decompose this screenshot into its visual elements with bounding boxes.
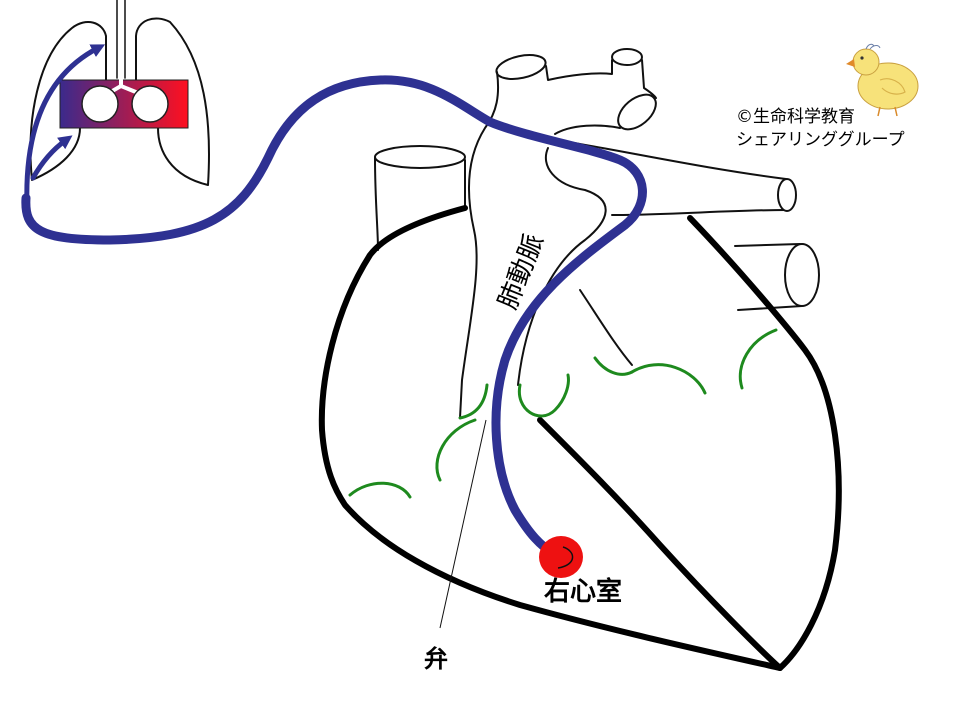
aorta-branch-opening-2 — [617, 93, 657, 131]
heart-walls — [318, 205, 842, 671]
heart-right-wall — [687, 215, 842, 671]
aorta-arch — [545, 59, 657, 135]
alveolus-right — [131, 85, 169, 123]
chick-wing — [879, 78, 906, 95]
vessel-outlines — [374, 48, 820, 419]
aorta-branch-opening-1 — [611, 48, 643, 66]
right-ventricle-marker — [539, 536, 583, 578]
chick-head — [852, 48, 880, 76]
flow-arrow-upper — [24, 44, 106, 208]
lungs — [29, 0, 210, 186]
valve-arc-7 — [738, 328, 778, 390]
heart-septum — [537, 417, 783, 671]
copyright-line-2: シェアリンググループ — [736, 130, 905, 150]
valve-arc-2 — [458, 383, 489, 420]
blood-flow — [21, 44, 647, 561]
aorta-opening — [495, 54, 547, 80]
valve-arc-4 — [348, 481, 412, 499]
right-lung — [135, 17, 210, 186]
chick-legs — [877, 106, 898, 117]
valves — [348, 328, 778, 499]
valve-arc-3 — [517, 373, 570, 418]
chick-eye — [860, 56, 864, 60]
right-ventricle-label: 右心室 — [544, 576, 622, 607]
flow-arrow-lower — [30, 135, 73, 181]
left-lung — [29, 21, 107, 181]
vena-cava-opening — [374, 145, 466, 169]
alveolus-left — [81, 85, 119, 123]
right-ventricle-inner-mark — [557, 546, 574, 569]
right-ventricle-blob — [539, 536, 583, 578]
pulmonary-branch-opening — [777, 178, 797, 212]
valve-arc-6 — [630, 363, 707, 395]
pulmonary-vein-opening — [784, 243, 820, 307]
heart-left-wall — [318, 205, 783, 671]
valve-pointer-line — [439, 419, 487, 629]
valve-label: 弁 — [424, 645, 448, 673]
copyright-line-1: ©生命科学教育 — [736, 107, 855, 127]
valve-arc-1 — [435, 418, 477, 482]
pulmonary-blood-path — [21, 75, 647, 561]
chick-body — [857, 62, 919, 110]
chick-illustration — [846, 43, 919, 117]
valve-arc-5 — [593, 356, 634, 376]
trachea — [116, 0, 126, 79]
atrium-inner-line — [579, 289, 633, 366]
pulmonary-artery-left-wall — [459, 71, 500, 419]
chick-tuft — [865, 43, 881, 50]
chick-beak — [846, 59, 855, 67]
